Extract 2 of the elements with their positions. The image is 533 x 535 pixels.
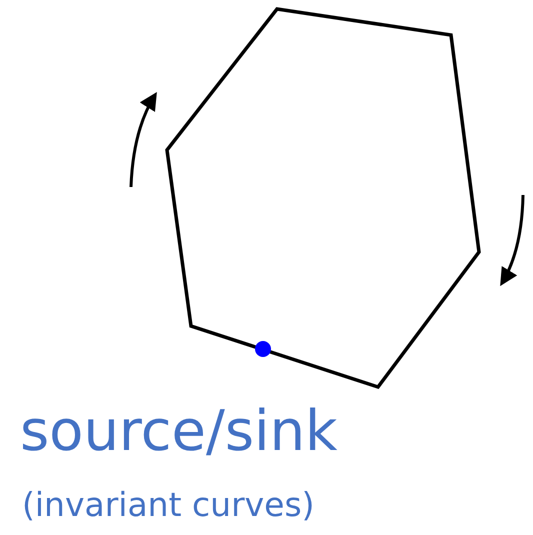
- caption-subtext: (invariant curves): [22, 488, 315, 521]
- caption-heading: source/sink: [20, 404, 338, 460]
